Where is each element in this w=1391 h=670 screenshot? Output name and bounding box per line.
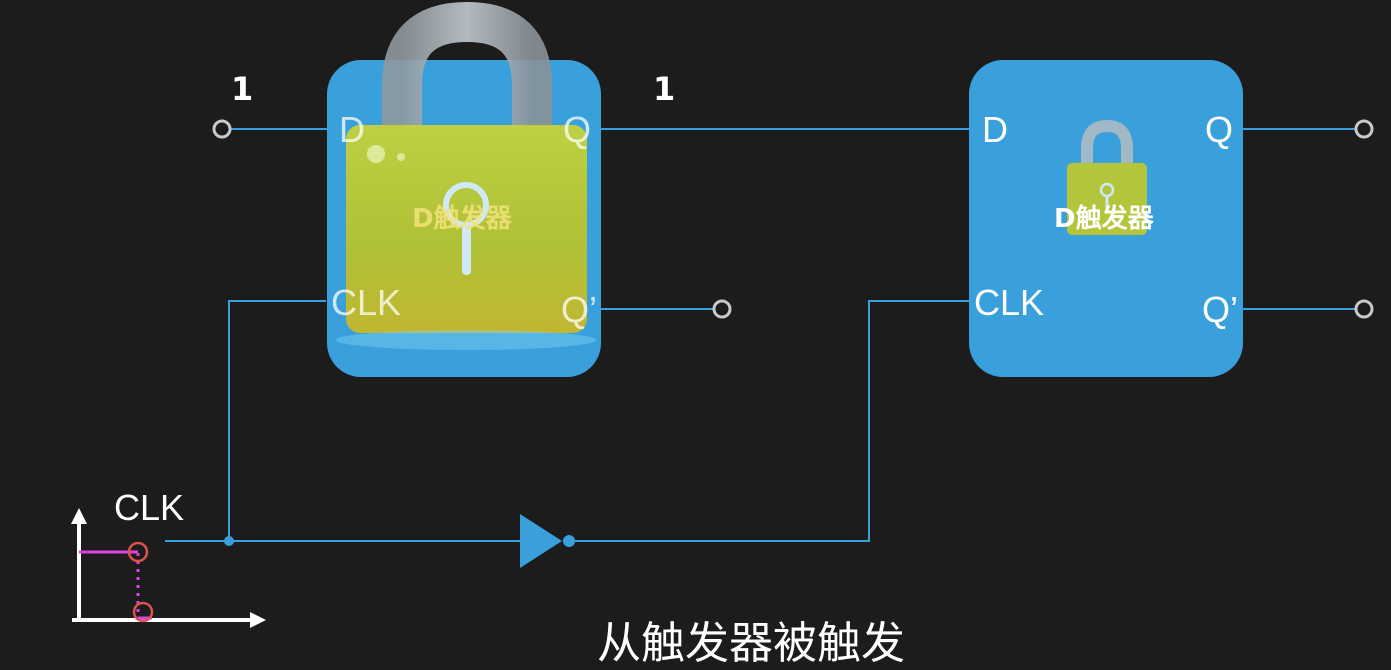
right-pin-d: D [982,109,1008,150]
left-pin-clk: CLK [331,282,402,323]
terminal-qn-left[interactable] [712,299,732,319]
right-pin-qn: Q’ [1202,289,1238,330]
wire-clk-inverted [575,300,972,542]
output-value-label: 1 [653,70,676,108]
clock-waveform [71,508,266,628]
terminal-d-input[interactable] [212,119,232,139]
padlock-icon [1067,119,1147,235]
inverter-icon [520,514,575,568]
left-pin-d: D [339,109,365,150]
right-pin-clk: CLK [974,282,1045,323]
left-pin-qn: Q’ [561,289,597,330]
clock-label: CLK [114,487,185,528]
subtitle-caption: 从触发器被触发 [597,618,905,669]
right-pin-q: Q [1205,109,1234,150]
junction-dot [224,536,234,546]
edge-marker-high [127,541,149,563]
terminal-q-output[interactable] [1354,119,1374,139]
left-block-title: D触发器 [412,204,512,234]
wire-clk-left [228,300,326,541]
padlock-icon [336,1,596,350]
terminal-qn-right[interactable] [1354,299,1374,319]
input-value-label: 1 [231,70,254,108]
left-pin-q: Q [563,109,592,150]
right-block-title: D触发器 [1054,204,1154,234]
terminals [212,119,1374,319]
edge-marker-low [132,601,154,623]
